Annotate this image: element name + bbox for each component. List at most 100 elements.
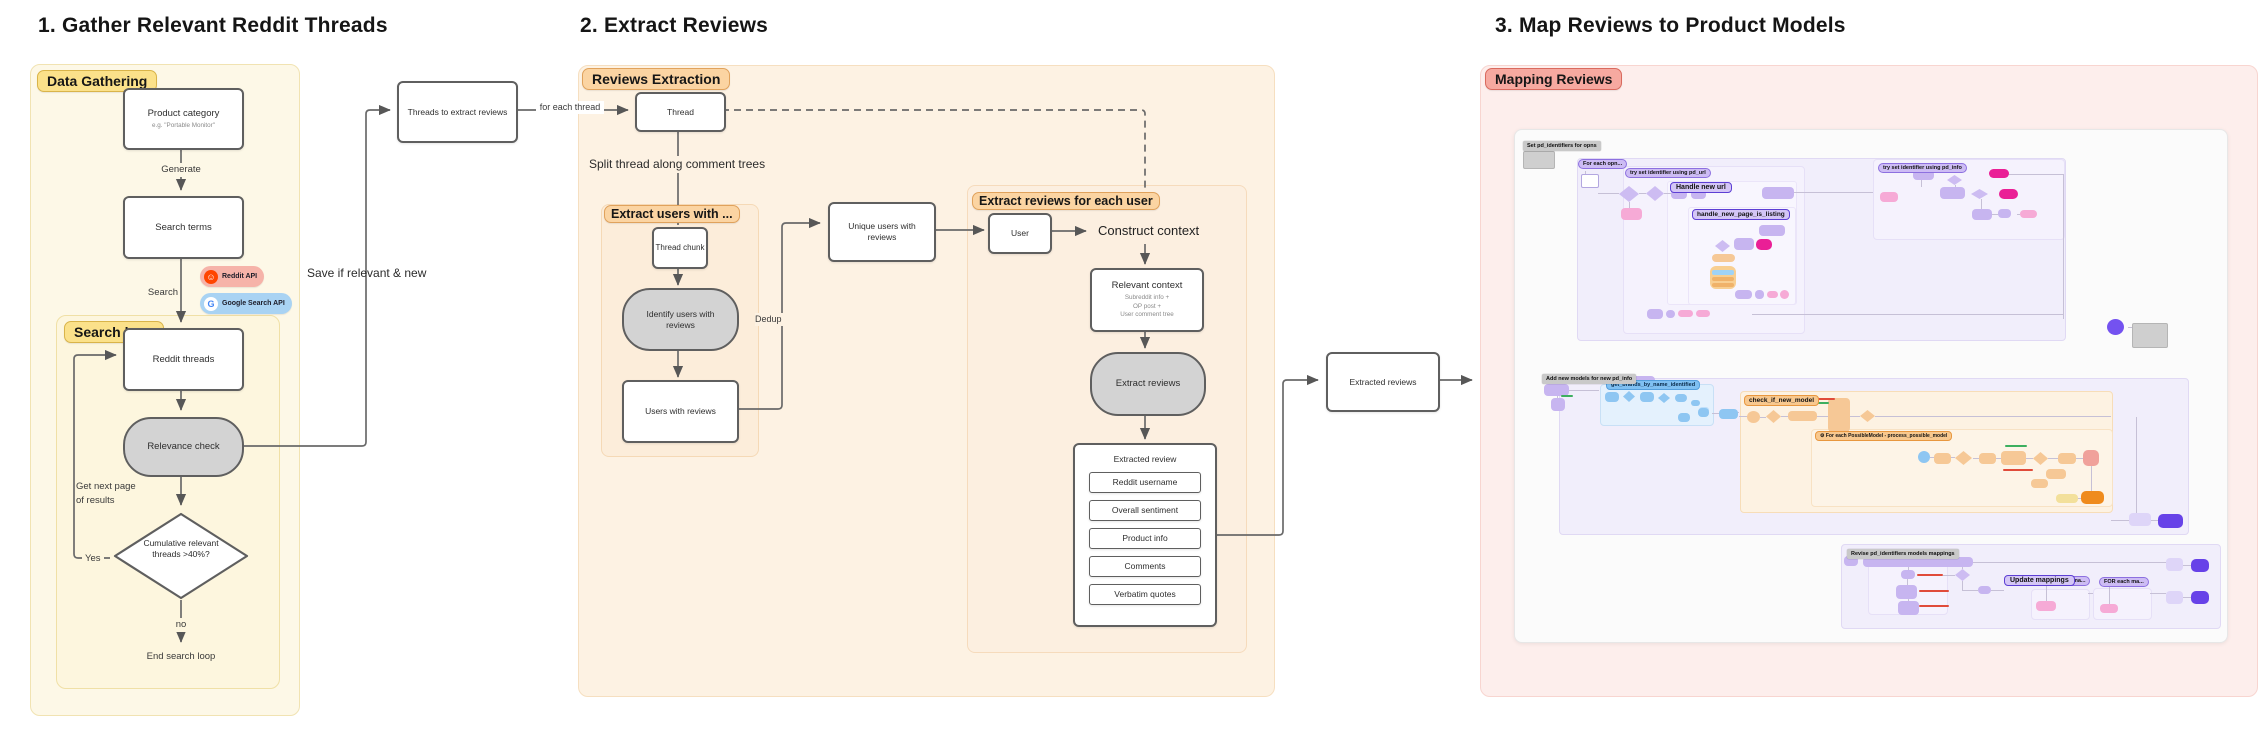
thread-chunk-node[interactable]: Thread chunk <box>652 227 708 269</box>
product-category-title: Product category <box>147 107 220 119</box>
mini-connector <box>1598 193 1619 194</box>
mini-node <box>1735 290 1752 299</box>
end-search-loop-label: End search loop <box>146 651 216 662</box>
mini-node <box>2132 323 2168 348</box>
mini-pill-label: Add new models for new pd_info <box>1542 374 1637 384</box>
mini-node <box>1619 186 1639 202</box>
for-each-thread-label: for each thread <box>536 101 604 115</box>
mini-region-d3 <box>2093 588 2152 620</box>
mini-node <box>1955 569 1970 581</box>
mini-pill-label: handle_new_page_is_listing <box>1692 209 1790 220</box>
threads-to-extract-node[interactable]: Threads to extract reviews <box>397 81 518 143</box>
relevant-context-line: User comment tree <box>1120 311 1174 319</box>
mini-node <box>2056 494 2078 503</box>
mini-node <box>1647 309 1663 319</box>
relevance-check-node[interactable]: Relevance check <box>123 417 244 477</box>
dedup-arrow-label: Dedup <box>755 313 787 327</box>
mini-node <box>1719 409 1738 419</box>
relevant-context-line: OP post + <box>1132 302 1162 310</box>
unique-users-label: Unique users with reviews <box>848 221 916 242</box>
mini-connector <box>1712 413 1719 414</box>
mini-connector <box>2063 174 2064 319</box>
mini-node <box>1989 169 2009 178</box>
search-terms-node[interactable]: Search terms <box>123 196 244 259</box>
reviews-extraction-label[interactable]: Reviews Extraction <box>582 68 731 90</box>
users-with-reviews-node[interactable]: Users with reviews <box>622 380 739 443</box>
data-gathering-label[interactable]: Data Gathering <box>37 70 158 92</box>
user-node[interactable]: User <box>988 213 1052 254</box>
mini-node <box>1863 557 1973 567</box>
mini-node <box>2020 210 2037 218</box>
mini-connector <box>1981 199 1982 209</box>
decision-diamond[interactable]: Cumulative relevant threads >40%? <box>113 512 249 600</box>
mini-node <box>1561 395 1573 397</box>
relevance-check-label: Relevance check <box>147 441 220 453</box>
mini-node <box>2191 591 2209 604</box>
mini-node <box>1919 605 1949 607</box>
mini-node <box>2005 445 2027 447</box>
mini-pill-label: try set identifier using pd_info <box>1878 163 1967 173</box>
mini-connector <box>1973 458 1979 459</box>
mini-node <box>1998 209 2011 218</box>
mini-node <box>1734 238 1754 250</box>
reddit-api-badge[interactable]: ☺ Reddit API <box>200 266 265 287</box>
mini-node <box>1844 556 1858 566</box>
thread-node[interactable]: Thread <box>635 92 726 132</box>
extract-reviews-node[interactable]: Extract reviews <box>1090 352 1206 416</box>
extract-reviews-user-label[interactable]: Extract reviews for each user <box>972 192 1160 210</box>
extracted-reviews-node[interactable]: Extracted reviews <box>1326 352 1440 412</box>
mini-node <box>1978 586 1991 594</box>
identify-users-node[interactable]: Identify users with reviews <box>622 288 739 351</box>
mini-node <box>2036 601 2056 611</box>
mapping-reviews-label[interactable]: Mapping Reviews <box>1485 68 1623 90</box>
yes-arrow-label: Yes <box>82 551 104 567</box>
google-api-badge[interactable]: G Google Search API <box>200 293 292 314</box>
field-label: Verbatim quotes <box>1114 588 1176 599</box>
mini-connector <box>1951 457 1955 458</box>
mini-connector <box>1908 566 1909 570</box>
mini-connector <box>1739 416 1747 417</box>
mini-connector <box>1781 416 1788 417</box>
mapping-card[interactable]: For each opn...try set identifier using … <box>1514 129 2228 643</box>
mini-node <box>1809 398 1835 400</box>
mini-node <box>1860 410 1875 422</box>
mini-node <box>1979 453 1996 464</box>
extracted-review-title: Extracted review <box>1113 454 1177 464</box>
mini-connector <box>1996 458 2001 459</box>
mini-node <box>2129 513 2151 526</box>
product-category-subtitle: e.g. "Portable Monitor" <box>152 121 215 129</box>
extracted-field[interactable]: Reddit username <box>1089 471 1201 493</box>
extracted-field[interactable]: Overall sentiment <box>1089 499 1201 521</box>
relevant-context-node[interactable]: Relevant context Subreddit info + OP pos… <box>1090 268 1204 332</box>
mini-node <box>1646 186 1664 201</box>
split-thread-label: Split thread along comment trees <box>587 156 768 174</box>
mini-node <box>1715 240 1730 252</box>
extracted-field[interactable]: Product info <box>1089 527 1201 549</box>
construct-context-label: Construct context <box>1098 223 1200 238</box>
extracted-field[interactable]: Comments <box>1089 555 1201 577</box>
unique-users-node[interactable]: Unique users with reviews <box>828 202 936 262</box>
extract-users-label[interactable]: Extract users with ... <box>604 205 740 223</box>
mini-node <box>2166 591 2183 604</box>
mini-node <box>2033 452 2048 465</box>
extracted-review-group[interactable]: Extracted review Reddit username Overall… <box>1073 443 1217 627</box>
mini-connector <box>1943 575 1955 576</box>
product-category-node[interactable]: Product category e.g. "Portable Monitor" <box>123 88 244 150</box>
mini-pill-label: Handle new url <box>1670 182 1732 193</box>
mini-node <box>1788 411 1817 421</box>
mini-connector <box>1569 390 1599 391</box>
extracted-field[interactable]: Verbatim quotes <box>1089 583 1201 605</box>
mini-connector <box>1962 562 2166 563</box>
mini-pill-label: get_brands_by_name_identified <box>1606 380 1701 390</box>
mini-connector <box>2136 417 2137 513</box>
mini-connector <box>2078 498 2081 499</box>
reddit-threads-node[interactable]: Reddit threads <box>123 328 244 391</box>
extract-reviews-label: Extract reviews <box>1115 378 1181 390</box>
mini-connector <box>2150 593 2166 594</box>
mini-pill-label: try set identifier using pd_url <box>1625 168 1711 178</box>
mini-node <box>1934 453 1951 464</box>
mini-stack-bar <box>1712 277 1734 281</box>
identify-users-label: Identify users with reviews <box>646 308 715 330</box>
mini-node <box>1809 402 1829 404</box>
